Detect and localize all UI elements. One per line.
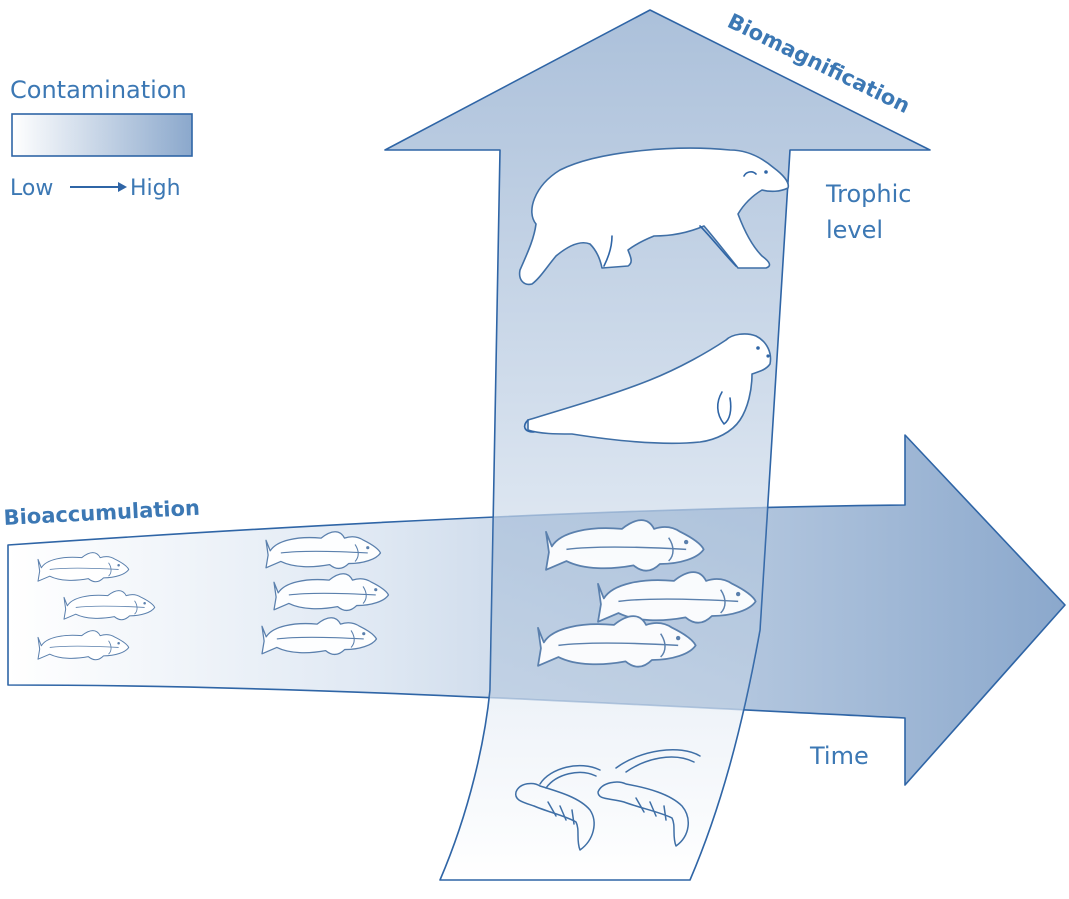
- arrow-right-icon: [70, 182, 127, 192]
- fish-group-medium: [262, 532, 388, 655]
- trophic-level-label-line1: Trophic: [825, 180, 911, 208]
- legend-title: Contamination: [10, 76, 187, 104]
- legend-high-label: High: [130, 176, 181, 201]
- legend: Contamination Low High: [10, 76, 192, 201]
- legend-gradient-bar: [12, 114, 192, 156]
- time-label: Time: [809, 742, 869, 770]
- trophic-level-label-line2: level: [826, 216, 883, 244]
- bioaccumulation-label: Bioaccumulation: [3, 496, 200, 530]
- legend-low-label: Low: [10, 176, 53, 201]
